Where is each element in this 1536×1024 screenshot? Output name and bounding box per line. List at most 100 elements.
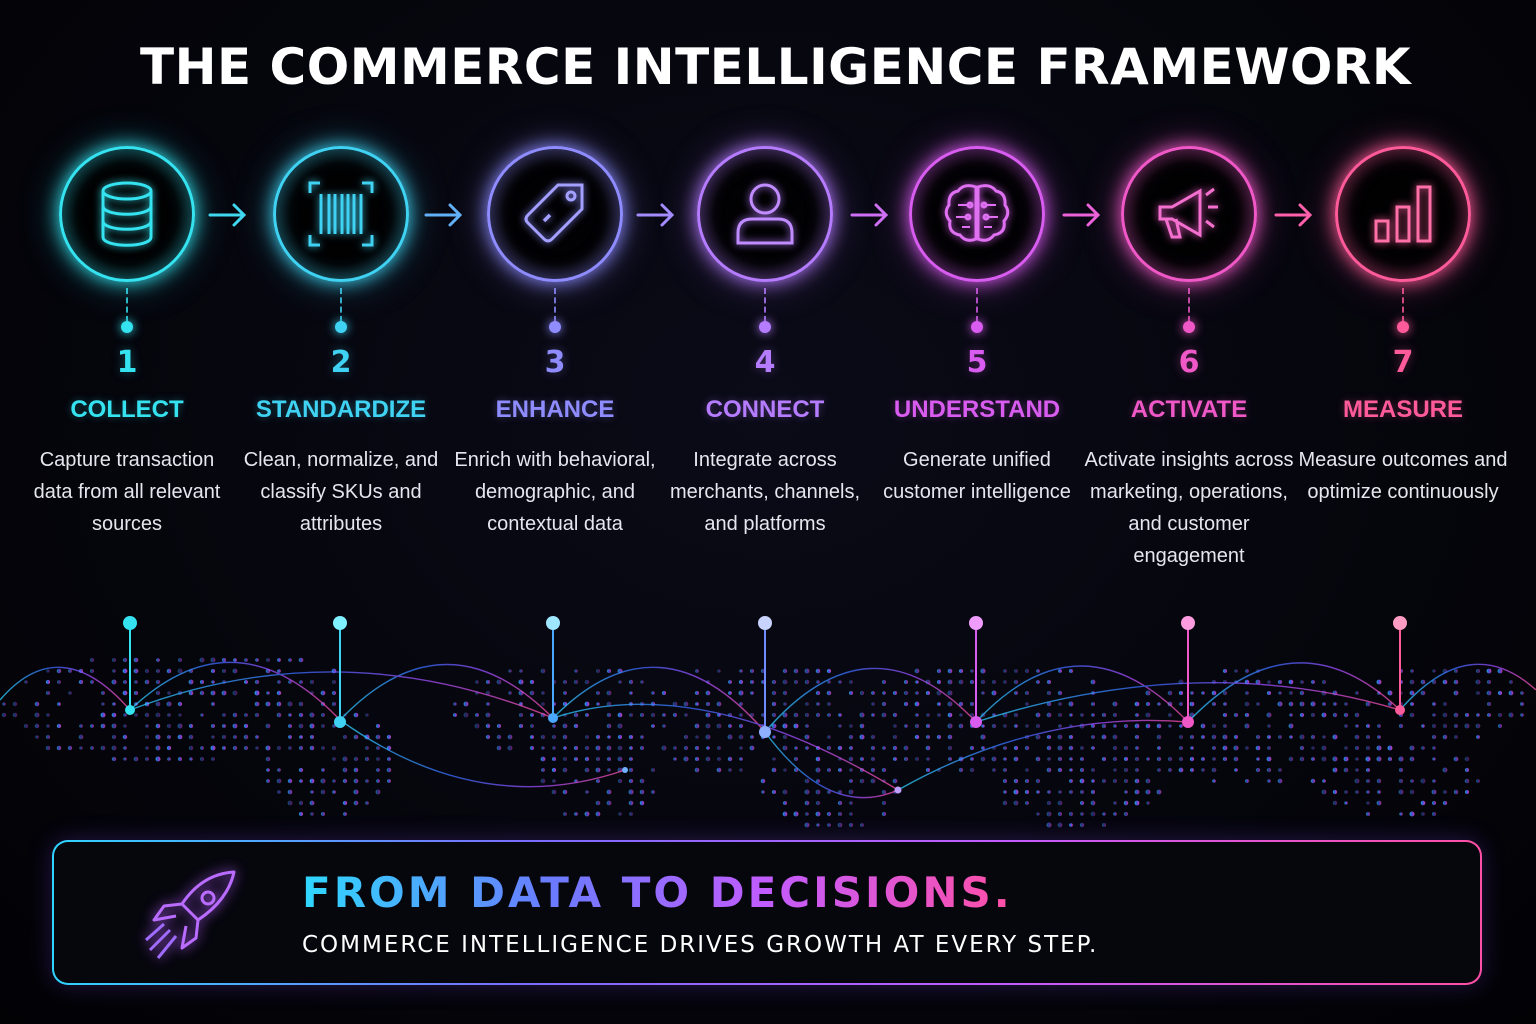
map-dot [750, 669, 754, 673]
map-dot [1013, 712, 1019, 718]
map-dot [298, 767, 304, 773]
map-dot [112, 669, 116, 673]
map-dot [1145, 789, 1151, 795]
map-dot [596, 702, 600, 706]
map-dot [1168, 768, 1172, 772]
map-dot [639, 778, 645, 784]
map-dot [309, 800, 315, 806]
map-dot [827, 680, 831, 684]
map-dot [1190, 735, 1194, 739]
map-dot [804, 734, 810, 740]
map-dot [695, 691, 699, 695]
map-dot [1024, 690, 1030, 696]
arrow-icon [850, 203, 889, 227]
map-dot [771, 679, 777, 685]
map-dot [188, 734, 194, 740]
map-dot [320, 789, 326, 795]
map-dot [1520, 713, 1524, 717]
map-dot [1014, 669, 1018, 673]
map-dot [815, 811, 821, 817]
map-dot [1091, 735, 1095, 739]
map-dot [607, 768, 611, 772]
map-dot [1145, 723, 1151, 729]
map-dot [177, 657, 183, 663]
map-dot [1080, 812, 1084, 816]
map-dot [287, 789, 293, 795]
map-dot [1464, 723, 1470, 729]
map-dot [1365, 745, 1371, 751]
map-dot [265, 756, 271, 762]
map-dot [562, 789, 568, 795]
map-dot [1113, 812, 1117, 816]
map-dot [155, 734, 161, 740]
map-dot [1233, 745, 1239, 751]
map-dot [1321, 712, 1327, 718]
map-dot [309, 679, 315, 685]
map-dot [925, 690, 931, 696]
map-dot [760, 778, 766, 784]
map-dot [584, 767, 590, 773]
map-dot [640, 746, 644, 750]
map-dot [101, 691, 105, 695]
map-dot [859, 734, 865, 740]
map-dot [1036, 790, 1040, 794]
map-dot [453, 702, 457, 706]
map-dot [1476, 691, 1480, 695]
map-dot [1409, 789, 1415, 795]
map-dot [376, 746, 380, 750]
map-dot [793, 811, 799, 817]
map-dot [717, 757, 721, 761]
map-dot [607, 757, 611, 761]
map-dot [585, 713, 589, 717]
map-dot [882, 746, 886, 750]
map-dot [244, 746, 248, 750]
map-dot [178, 713, 182, 717]
map-dot [1487, 680, 1491, 684]
map-dot [849, 768, 853, 772]
map-dot [826, 745, 832, 751]
map-dot [915, 680, 919, 684]
map-dot [200, 713, 204, 717]
map-dot [221, 668, 227, 674]
map-dot [1299, 756, 1305, 762]
map-dot [1080, 713, 1084, 717]
map-dot [1124, 757, 1128, 761]
page-title: THE COMMERCE INTELLIGENCE FRAMEWORK [140, 38, 1412, 96]
map-dot [321, 768, 325, 772]
map-dot [277, 669, 281, 673]
map-dot [1135, 746, 1139, 750]
map-dot [1266, 767, 1272, 773]
connector-stem [126, 288, 128, 322]
map-dot [717, 746, 721, 750]
map-dot [1299, 734, 1305, 740]
map-dot [188, 745, 194, 751]
map-dot [177, 701, 183, 707]
map-dot [970, 757, 974, 761]
map-dot [804, 778, 810, 784]
map-dot [34, 701, 40, 707]
map-dot [1003, 669, 1007, 673]
map-dot [1354, 745, 1360, 751]
map-dot [1266, 756, 1272, 762]
map-dot [892, 778, 898, 784]
map-dot [1366, 735, 1370, 739]
map-dot [1409, 679, 1415, 685]
map-dot [1255, 745, 1261, 751]
map-dot [782, 679, 788, 685]
map-dot [1156, 789, 1162, 795]
map-dot [507, 734, 513, 740]
map-dot [1156, 756, 1162, 762]
map-dot [783, 768, 787, 772]
map-dot [1442, 800, 1448, 806]
map-dot [1003, 680, 1007, 684]
map-dot [1058, 713, 1062, 717]
map-dot [903, 701, 909, 707]
map-dot [332, 757, 336, 761]
map-dot [56, 745, 62, 751]
map-dot [684, 713, 688, 717]
map-dot [123, 680, 127, 684]
map-dot [815, 767, 821, 773]
map-dot [1420, 778, 1426, 784]
map-dot [628, 734, 634, 740]
map-dot [530, 713, 534, 717]
